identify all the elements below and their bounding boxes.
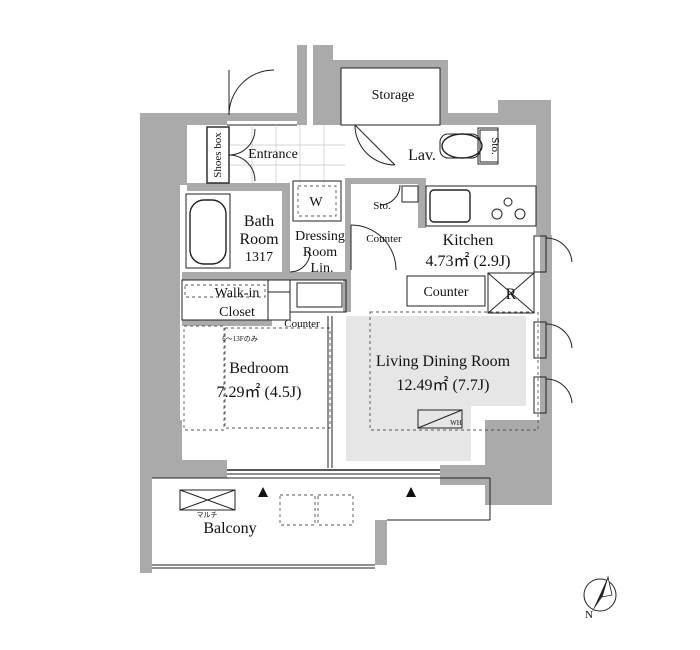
living-area-label: 12.49㎡ (7.7J) xyxy=(397,376,490,394)
kitchen-label: Kitchen xyxy=(443,232,494,249)
water-heater-label: WH xyxy=(450,419,462,427)
walls xyxy=(140,45,552,573)
living-floor-shade xyxy=(346,316,526,461)
refrigerator-label: R xyxy=(506,286,517,303)
compass-north-label: N xyxy=(585,609,593,621)
balcony-label: Balcony xyxy=(203,520,256,537)
counter-dressing-label: Counter xyxy=(366,233,402,245)
bedroom-area-label: 7.29㎡ (4.5J) xyxy=(217,383,302,401)
dressing-label-line1: Dressing xyxy=(295,229,345,244)
lavatory-label: Lav. xyxy=(408,147,436,164)
doors xyxy=(228,69,573,404)
storage-small-right-label: Sto. xyxy=(489,137,501,155)
kitchen-area-label: 4.73㎡ (2.9J) xyxy=(426,252,511,270)
living-label: Living Dining Room xyxy=(376,353,511,370)
counter-closet-label: Counter xyxy=(284,318,320,330)
bedroom-label: Bedroom xyxy=(229,360,289,377)
washer-label: W xyxy=(309,195,323,210)
compass-needle-icon xyxy=(592,577,608,612)
window-marker-left xyxy=(258,487,268,497)
bath-size-label: 1317 xyxy=(245,250,273,265)
shoes-box-label: Shoes box xyxy=(212,132,224,178)
kitchen-counter-label: Counter xyxy=(423,285,468,300)
linen-label: Lin. xyxy=(311,261,334,276)
walk-in-label-line2: Closet xyxy=(219,305,255,320)
bath-label-line2: Room xyxy=(239,231,279,248)
floor-note-label: 6～13Fのみ xyxy=(222,335,257,343)
compass: N xyxy=(583,575,617,621)
bath-label-line1: Bath xyxy=(244,213,274,230)
window-marker-right xyxy=(406,487,416,497)
storage-label: Storage xyxy=(372,88,415,103)
multi-hook-label: マルチ xyxy=(197,511,218,519)
storage-small-center-label: Sto. xyxy=(373,200,391,212)
dressing-label-line2: Room xyxy=(303,245,337,260)
walk-in-label-line1: Walk-in xyxy=(215,286,260,301)
entrance-label: Entrance xyxy=(248,147,298,162)
